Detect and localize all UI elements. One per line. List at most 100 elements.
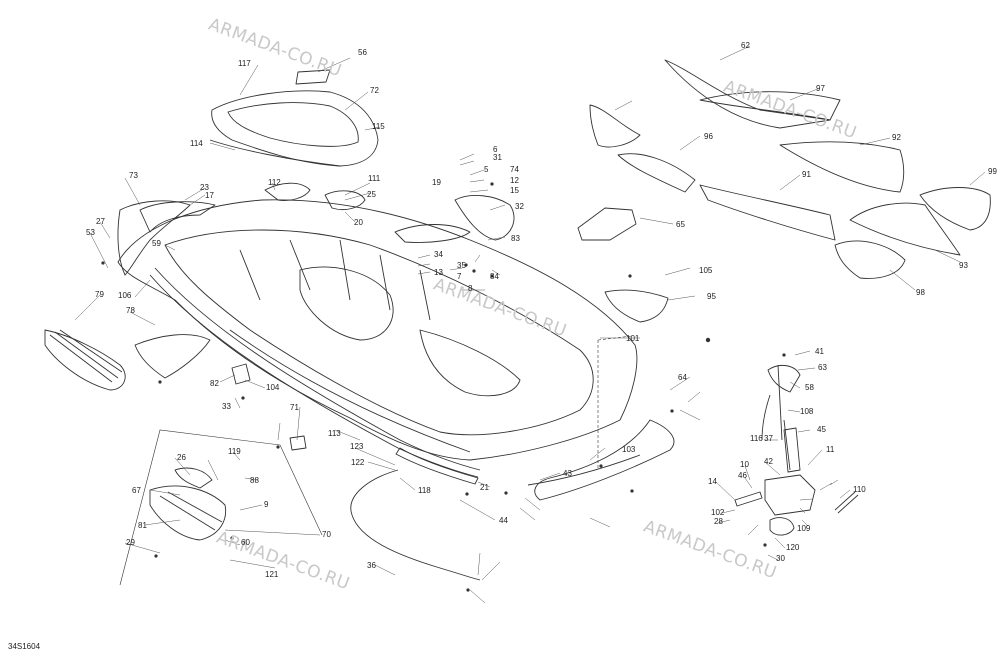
decal-93: [849, 202, 961, 256]
fastener: [158, 380, 162, 384]
tube-45: [783, 427, 801, 473]
fastener: [276, 445, 280, 449]
rear-footrest: [174, 467, 213, 489]
part-label: 31: [493, 153, 502, 162]
group-bracket-101: [597, 335, 633, 470]
hull-keel-line: [229, 329, 471, 453]
part-label: 42: [764, 457, 773, 466]
fastener: [154, 554, 158, 558]
decal-96: [617, 153, 696, 193]
hose-110-b: [837, 494, 859, 514]
side-vent-grill: [49, 329, 123, 383]
part-label: 53: [86, 228, 95, 237]
decal-98: [834, 240, 906, 279]
part-label: 101: [626, 334, 640, 343]
handlebar-grip: [394, 224, 471, 243]
stern-part: [149, 485, 227, 541]
part-label: 29: [126, 538, 135, 547]
part-label: 104: [266, 383, 280, 392]
part-label: 20: [354, 218, 363, 227]
part-label: 12: [510, 176, 519, 185]
handle-58: [767, 364, 801, 393]
part-label: 14: [708, 477, 717, 486]
hull-outline: [117, 199, 638, 461]
part-label: 115: [372, 122, 385, 131]
part-label: 81: [138, 521, 147, 530]
part-label: 25: [367, 190, 376, 199]
front-cover-2: [139, 201, 216, 233]
part-label: 67: [132, 486, 141, 495]
part-label: 103: [622, 445, 636, 454]
part-label: 111: [368, 174, 381, 183]
rear-bumper: [534, 419, 675, 501]
front-cover: [117, 200, 191, 276]
decal-97: [699, 91, 841, 121]
fastener: [230, 536, 234, 540]
part-label: 23: [200, 183, 209, 192]
fastener: [630, 489, 634, 493]
fastener: [466, 588, 470, 592]
part-label: 13: [434, 268, 443, 277]
part-label: 26: [177, 453, 186, 462]
cable-36: [350, 469, 481, 581]
hull-rub-rail-lower: [149, 274, 479, 478]
part-label: 112: [268, 178, 281, 187]
part-label: 116: [750, 434, 763, 443]
hull-footwell: [419, 329, 521, 397]
stern-panel-lines: [159, 491, 223, 531]
hose-110: [834, 491, 856, 511]
pump-assembly: [764, 474, 816, 516]
part-label: 88: [250, 476, 259, 485]
decal-92: [779, 141, 905, 193]
part-label: 65: [676, 220, 685, 229]
part-label: 74: [510, 165, 519, 174]
part-label: 92: [892, 133, 901, 142]
part-label: 34: [434, 250, 443, 259]
bracket-65: [577, 207, 637, 241]
rear-rub-strip: [527, 454, 641, 486]
part-label: 6: [493, 145, 498, 154]
fastener: [490, 182, 494, 186]
part-label: 59: [152, 239, 161, 248]
fastener: [490, 274, 494, 278]
fastener: [599, 464, 603, 468]
part-label: 121: [265, 570, 279, 579]
part-label: 19: [432, 178, 441, 187]
part-label: 28: [714, 517, 723, 526]
part-label: 122: [351, 458, 365, 467]
part-label: 106: [118, 291, 132, 300]
part-label: 32: [515, 202, 524, 211]
part-label: 62: [741, 41, 750, 50]
part-label: 8: [468, 284, 473, 293]
part-label: 27: [96, 217, 105, 226]
hull-inner-deck: [164, 229, 594, 436]
part-label: 7: [457, 272, 462, 281]
part-label: 21: [480, 483, 489, 492]
deck-gasket: [209, 139, 341, 167]
part-label: 99: [988, 167, 997, 176]
side-strip: [395, 447, 479, 485]
part-label: 37: [764, 434, 773, 443]
handlebar-support: [454, 194, 515, 241]
leader-lines: [74, 45, 986, 604]
part-label: 63: [818, 363, 827, 372]
part-label: 123: [350, 442, 364, 451]
fastener: [465, 492, 469, 496]
part-label: 10: [740, 460, 749, 469]
bracket-82: [231, 363, 251, 385]
part-label: 64: [678, 373, 687, 382]
part-label: 36: [367, 561, 376, 570]
top-deck-cover: [295, 69, 331, 85]
part-label: 114: [190, 139, 203, 148]
hull-inner-ribs: [239, 239, 431, 321]
fastener: [464, 263, 468, 267]
side-panel: [134, 334, 211, 379]
part-label: 91: [802, 170, 811, 179]
part-label: 5: [484, 165, 489, 174]
part-label: 97: [816, 84, 825, 93]
spring-14: [734, 491, 763, 507]
part-label: 119: [228, 447, 241, 456]
rod-108: [777, 364, 783, 441]
top-deck-outline: [211, 90, 379, 167]
